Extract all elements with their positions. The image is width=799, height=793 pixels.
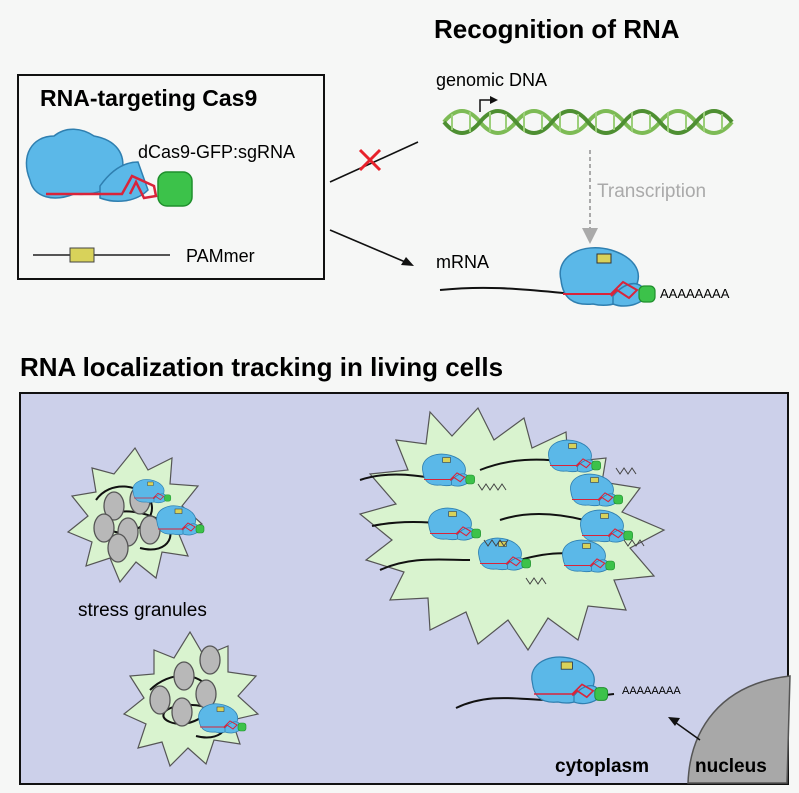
pammer-label: PAMmer [186,246,255,266]
stress-granule-top [66,446,205,584]
nucleus-shape [687,675,791,784]
blocked-dna-arrow [329,141,419,183]
stress-granule-bottom [122,630,260,768]
free-polya-label: AAAAAAAA [622,685,681,697]
mrna-granule-cluster [358,406,666,652]
cytoplasm-label: cytoplasm [555,756,649,777]
tracking-title: RNA localization tracking in living cell… [20,352,503,382]
cas9-complex-label: dCas9-GFP:sgRNA [138,142,295,162]
mrna-targeting-arrow [329,229,414,266]
cas9-bound-mrna [559,246,656,307]
cas9-complex-large [25,128,193,207]
nucleus-label: nucleus [695,756,767,777]
pammer-icon [33,247,170,263]
recognition-title: Recognition of RNA [434,14,680,44]
cas9-box-title: RNA-targeting Cas9 [40,85,257,111]
nuclear-export-arrow [668,717,701,741]
transcription-label: Transcription [597,181,706,202]
genomic-dna-helix [442,96,734,135]
polya-tail-label: AAAAAAAA [660,286,730,301]
genomic-dna-label: genomic DNA [436,70,547,90]
mrna-label: mRNA [436,252,489,272]
transcription-arrow [582,150,598,244]
stress-granules-label: stress granules [78,600,207,621]
